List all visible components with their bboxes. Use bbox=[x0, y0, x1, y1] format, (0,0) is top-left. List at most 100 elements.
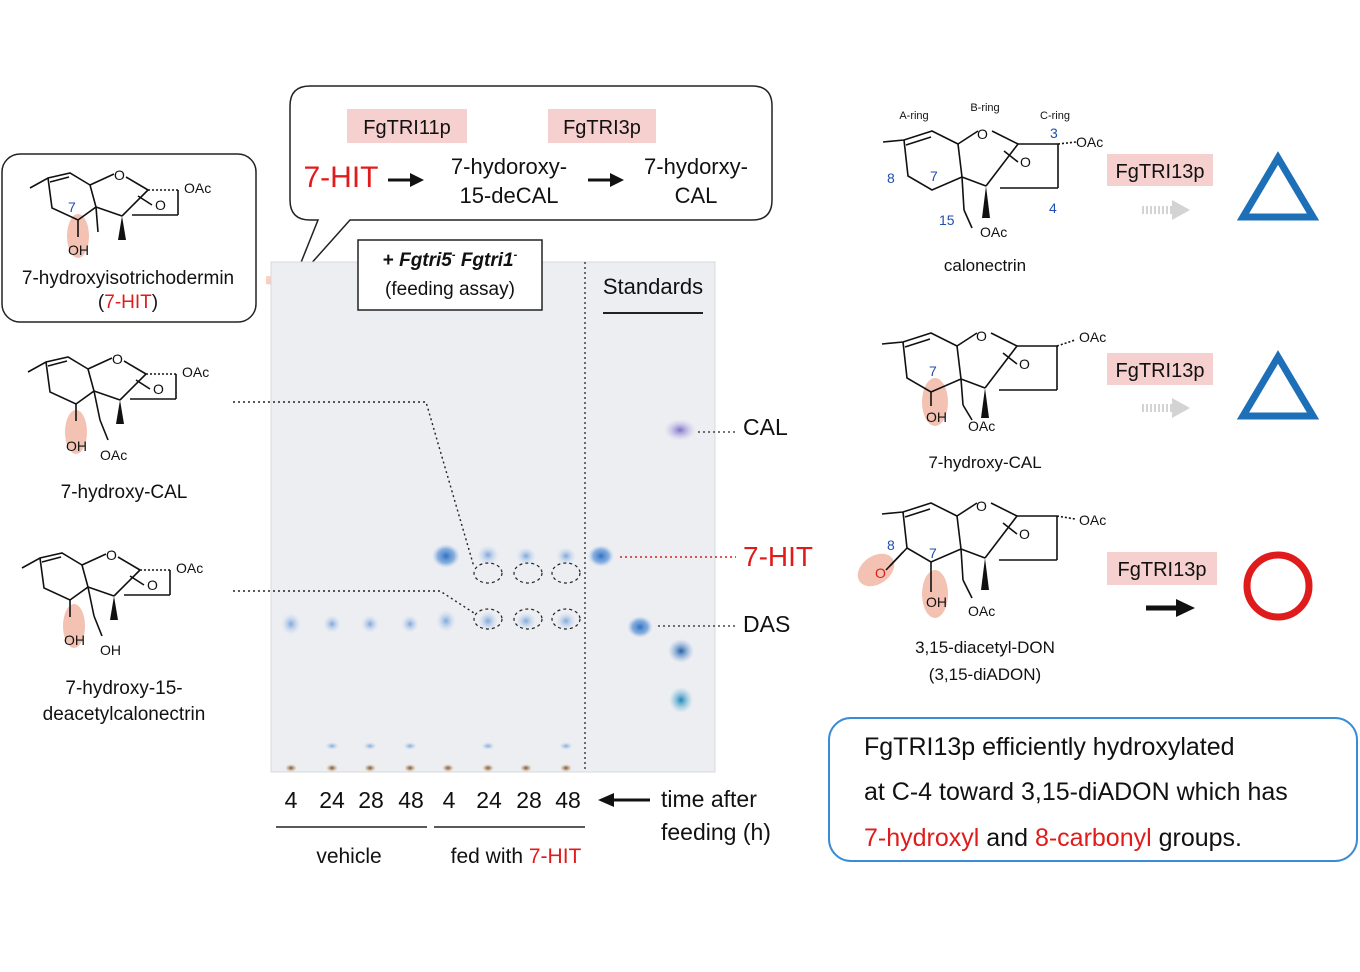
enzyme-label-row1: FgTRI13p bbox=[1116, 161, 1205, 183]
time-axis-label-line2: feeding (h) bbox=[661, 819, 771, 845]
pathway-product-line1: 7-hydorxy- bbox=[644, 154, 748, 179]
standards-label: Standards bbox=[603, 274, 703, 299]
decal-name-line1: 7-hydroxy-15- bbox=[65, 678, 182, 699]
carbonyl-highlight bbox=[857, 553, 895, 587]
locant-4: 4 bbox=[1049, 200, 1057, 216]
spot-origin bbox=[520, 764, 532, 772]
epoxide-oxygen: O bbox=[1019, 526, 1030, 542]
conclusion-line3: 7-hydroxyl and 8-carbonyl groups. bbox=[864, 824, 1242, 852]
ring-oxygen: O bbox=[114, 167, 125, 183]
lane-time: 48 bbox=[398, 787, 424, 813]
oac-label: OAc bbox=[176, 560, 203, 576]
diadon-name-line2: (3,15-diADON) bbox=[929, 665, 1041, 684]
locant-7: 7 bbox=[68, 199, 76, 215]
pathway-intermediate-line2: 15-deCAL bbox=[459, 183, 558, 208]
locant-7: 7 bbox=[930, 168, 938, 184]
band-label-cal: CAL bbox=[743, 414, 788, 440]
spot-origin bbox=[364, 764, 376, 772]
carbonyl-oxygen: O bbox=[875, 565, 886, 581]
spot-hit-lane5 bbox=[432, 544, 460, 568]
lane-time: 24 bbox=[319, 787, 345, 813]
spot-origin bbox=[285, 764, 297, 772]
pathway-arrow-2 bbox=[588, 173, 624, 187]
ring-oxygen: O bbox=[977, 126, 988, 142]
spot-origin-faint bbox=[403, 742, 417, 750]
pathway-substrate: 7-HIT bbox=[304, 161, 379, 194]
spot-origin bbox=[482, 764, 494, 772]
oh-label: OH bbox=[68, 242, 89, 258]
assay-type: (feeding assay) bbox=[385, 279, 515, 300]
locant-7: 7 bbox=[929, 545, 937, 561]
locant-8: 8 bbox=[887, 170, 895, 186]
pathway-arrow-1 bbox=[388, 173, 424, 187]
oh-label: OH bbox=[926, 594, 947, 610]
oac-label: OAc bbox=[1079, 329, 1106, 345]
conclusion-box: FgTRI13p efficiently hydroxylated at C-4… bbox=[828, 717, 1358, 862]
time-axis-arrow bbox=[598, 793, 650, 807]
spot-das-lane4 bbox=[401, 615, 419, 633]
lane-time: 4 bbox=[285, 787, 298, 813]
spot-origin-faint bbox=[325, 742, 339, 750]
spot-das-lane2 bbox=[323, 615, 341, 633]
time-axis-label-line1: time after bbox=[661, 786, 757, 812]
band-labels: CAL 7-HIT DAS bbox=[620, 414, 813, 637]
ring-oxygen: O bbox=[976, 328, 987, 344]
hydroxyl-highlight bbox=[922, 570, 948, 618]
spot-origin bbox=[442, 764, 454, 772]
hydroxycal-name: 7-hydroxy-CAL bbox=[61, 482, 188, 503]
enzyme-tag-tri11 bbox=[347, 109, 467, 143]
lane-time: 24 bbox=[476, 787, 502, 813]
spot-origin-faint bbox=[559, 742, 573, 750]
conclusion-line1: FgTRI13p efficiently hydroxylated bbox=[864, 733, 1235, 761]
leader-lines bbox=[233, 401, 475, 614]
pathway-intermediate-line1: 7-hydoroxy- bbox=[451, 154, 567, 179]
calonectrin-name: calonectrin bbox=[944, 256, 1026, 275]
spot-das-lane8 bbox=[556, 612, 576, 630]
diadon-name-line1: 3,15-diacetyl-DON bbox=[915, 638, 1055, 657]
hit-skeleton bbox=[29, 172, 179, 240]
spot-das-lane3 bbox=[361, 615, 379, 633]
hydroxyl-highlight bbox=[65, 410, 87, 454]
result-triangle-row2 bbox=[1236, 350, 1320, 420]
std-spot-das bbox=[627, 616, 653, 638]
hit-name: 7-hydroxyisotrichodermin bbox=[22, 268, 234, 289]
oac-label: OAc bbox=[184, 180, 211, 196]
oac-label: OAc bbox=[182, 364, 209, 380]
hit-abbr: (7-HIT) bbox=[98, 292, 158, 313]
hydroxyl-highlight bbox=[63, 604, 85, 648]
locant-7: 7 bbox=[929, 363, 937, 379]
tlc-plate-background bbox=[271, 262, 715, 772]
conclusion-line2: at C-4 toward 3,15-diADON which has bbox=[864, 778, 1288, 806]
enzyme-tag-row1 bbox=[1107, 154, 1213, 186]
right-hydroxycal-structure: O O OAc 7 OH OAc 7-hydroxy-CAL bbox=[881, 328, 1106, 472]
ring-oxygen: O bbox=[106, 547, 117, 563]
right-hydroxycal-name: 7-hydroxy-CAL bbox=[928, 453, 1041, 472]
epoxide-oxygen: O bbox=[1019, 356, 1030, 372]
pathway-callout: FgTRI11p FgTRI3p 7-HIT 7-hydoroxy- 15-de… bbox=[289, 85, 773, 286]
enzyme-tag-row2 bbox=[1107, 353, 1213, 385]
group-fed: fed with 7-HIT bbox=[451, 845, 582, 868]
spot-origin bbox=[326, 764, 338, 772]
enzyme-label-row2: FgTRI13p bbox=[1116, 360, 1205, 382]
enzyme-tag-tri3 bbox=[548, 109, 656, 143]
oac-label-15: OAc bbox=[980, 224, 1007, 240]
decal-structure: O O OAc OH OH 7-hydroxy-15- deacetylcalo… bbox=[21, 547, 205, 725]
spot-origin-faint bbox=[363, 742, 377, 750]
locant-15: 15 bbox=[939, 212, 955, 228]
solid-arrow-row3 bbox=[1146, 599, 1195, 617]
locant-8: 8 bbox=[887, 537, 895, 553]
ring-oxygen: O bbox=[976, 498, 987, 514]
oac-label: OAc bbox=[1076, 134, 1103, 150]
epoxide-oxygen: O bbox=[153, 381, 164, 397]
result-triangle-row1 bbox=[1236, 151, 1320, 221]
result-circle-row3 bbox=[1243, 551, 1313, 621]
spot-origin bbox=[404, 764, 416, 772]
oh-label: OH bbox=[64, 632, 85, 648]
group-vehicle: vehicle bbox=[316, 845, 381, 868]
faint-arrow-row1 bbox=[1142, 200, 1190, 220]
ring-label-b: B-ring bbox=[970, 102, 999, 114]
ring-label-a: A-ring bbox=[899, 110, 928, 122]
std-spot-extra2 bbox=[669, 687, 693, 713]
std-spot-extra1 bbox=[668, 639, 694, 663]
